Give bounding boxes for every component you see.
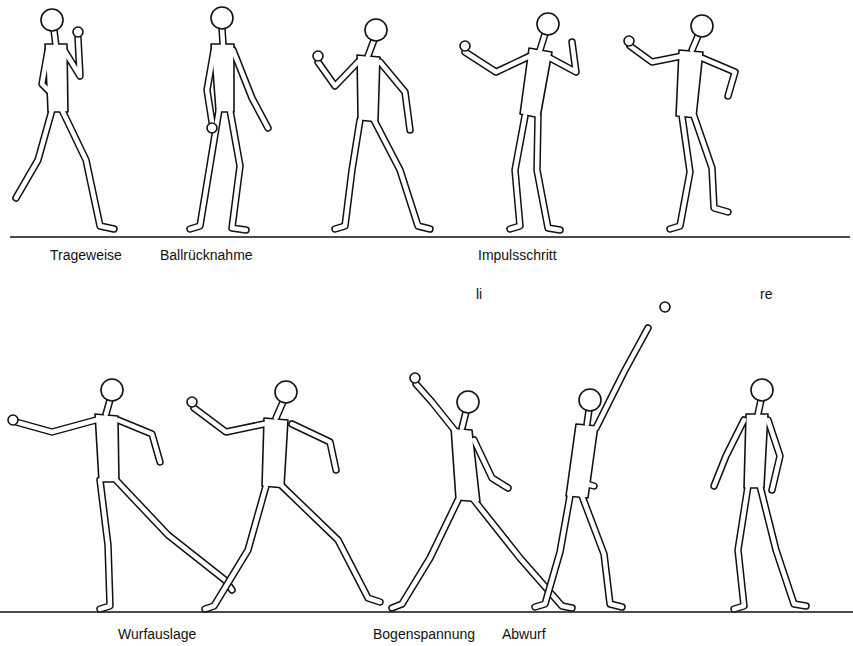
stage-label: Ballrücknahme bbox=[160, 247, 253, 263]
athlete-figure bbox=[624, 15, 735, 229]
stage-label: Bogenspannung bbox=[373, 626, 475, 642]
ground-line bbox=[0, 611, 853, 613]
athlete-figure bbox=[187, 381, 380, 609]
athlete-figure bbox=[714, 379, 806, 609]
athlete-figure bbox=[190, 7, 268, 230]
stage-label: Impulsschritt bbox=[478, 247, 557, 263]
stage-label: li bbox=[476, 286, 482, 302]
stage-label: Trageweise bbox=[50, 247, 122, 263]
athlete-figure bbox=[392, 373, 572, 608]
stage-label: Abwurf bbox=[502, 626, 546, 642]
ground-line bbox=[10, 236, 850, 238]
athlete-figure bbox=[16, 9, 114, 229]
stage-label: Wurfauslage bbox=[118, 626, 196, 642]
athlete-figure bbox=[313, 19, 430, 229]
athlete-figure bbox=[460, 13, 576, 230]
stage-label: re bbox=[760, 286, 772, 302]
athlete-figure bbox=[535, 302, 670, 607]
